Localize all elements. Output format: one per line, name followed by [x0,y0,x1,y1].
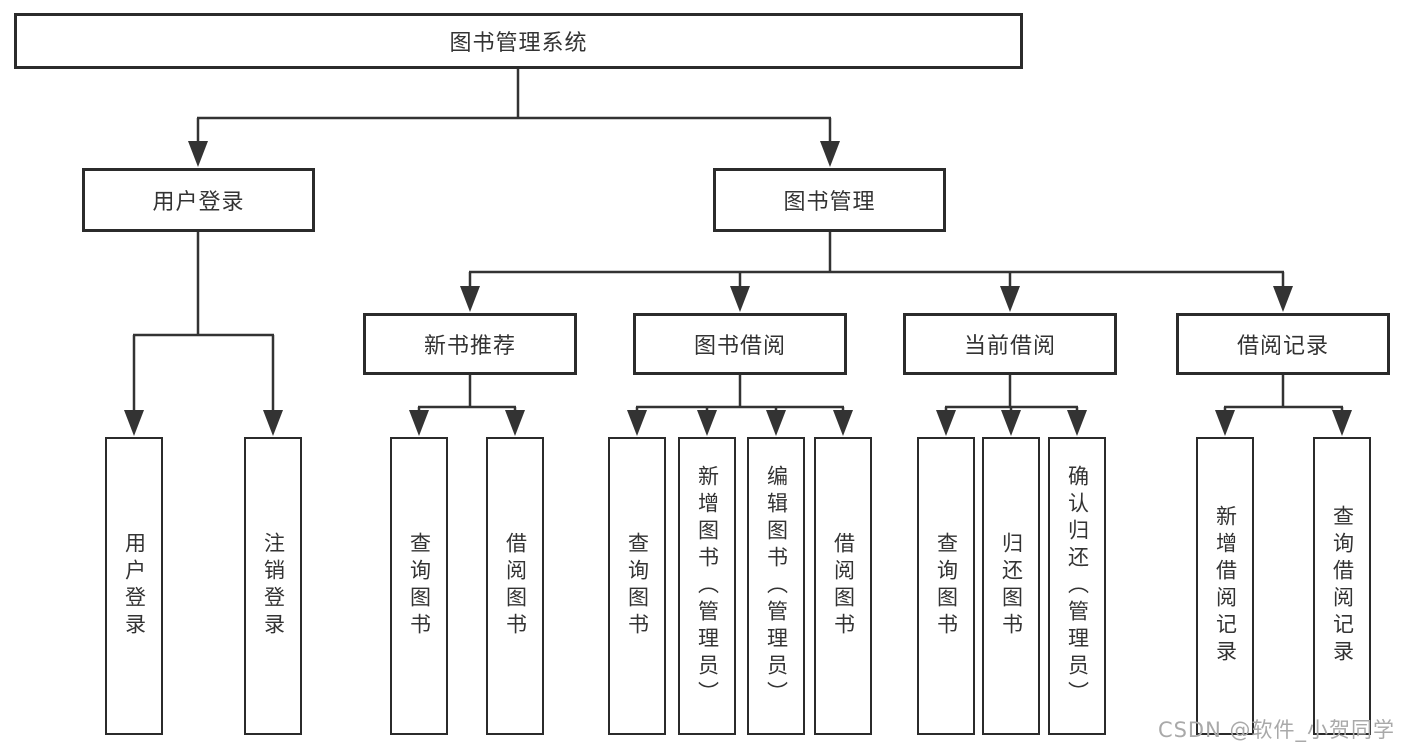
node-label: 查询图书 [934,532,959,640]
node-label: 用户登录 [152,190,245,215]
node-borrowing-records: 借阅记录 [1176,313,1390,375]
node-library-system: 图书管理系统 [14,13,1023,69]
node-edit-books-admin: 编辑图书（管理员） [747,437,805,735]
node-label: 确认归还（管理员） [1065,464,1090,708]
arrowhead-icons [124,141,1352,436]
node-label: 当前借阅 [963,334,1056,359]
node-label: 编辑图书（管理员） [764,464,789,708]
node-query-borrow-record: 查询借阅记录 [1313,437,1371,735]
node-label: 归还图书 [999,532,1024,640]
node-current-query-books: 查询图书 [917,437,975,735]
node-label: 新书推荐 [423,334,516,359]
node-label: 借阅图书 [503,532,528,640]
node-user-login: 用户登录 [82,168,315,232]
node-logout: 注销登录 [244,437,302,735]
node-confirm-return-admin: 确认归还（管理员） [1048,437,1106,735]
node-label: 借阅记录 [1236,334,1329,359]
node-label: 图书借阅 [693,334,786,359]
node-label: 查询图书 [407,532,432,640]
node-return-books: 归还图书 [982,437,1040,735]
node-label: 注销登录 [261,532,286,640]
node-borrow-books: 借阅图书 [814,437,872,735]
node-book-management: 图书管理 [713,168,946,232]
node-add-borrow-record: 新增借阅记录 [1196,437,1254,735]
node-label: 图书管理 [783,190,876,215]
node-add-books-admin: 新增图书（管理员） [678,437,736,735]
node-label: 新增图书（管理员） [695,464,720,708]
node-borrow-query-books: 查询图书 [608,437,666,735]
node-label: 图书管理系统 [449,31,588,56]
node-label: 用户登录 [122,532,147,640]
node-current-borrowing: 当前借阅 [903,313,1117,375]
node-label: 查询图书 [625,532,650,640]
node-user-login-leaf: 用户登录 [105,437,163,735]
node-label: 新增借阅记录 [1213,505,1238,667]
watermark: CSDN @软件_小贺同学 [1157,718,1395,742]
node-label: 借阅图书 [831,532,856,640]
node-recommend-borrow-books: 借阅图书 [486,437,544,735]
node-new-book-recommendation: 新书推荐 [363,313,577,375]
node-recommend-query-books: 查询图书 [390,437,448,735]
node-book-borrowing: 图书借阅 [633,313,847,375]
node-label: 查询借阅记录 [1330,505,1355,667]
